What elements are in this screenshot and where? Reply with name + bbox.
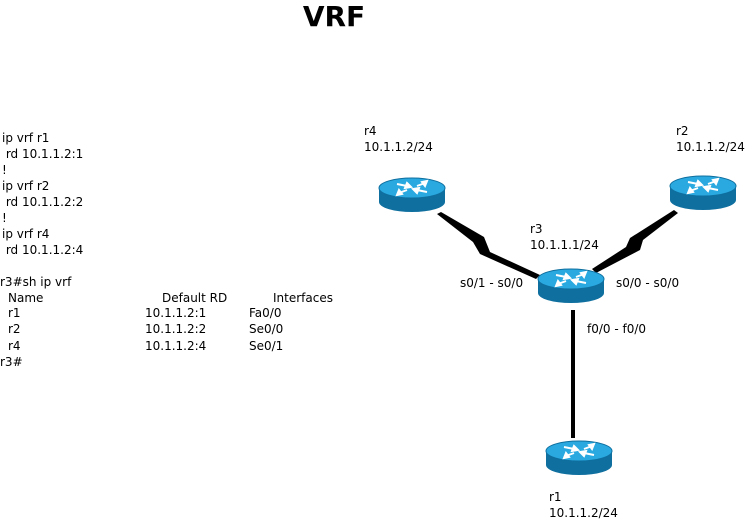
config-line: rd 10.1.1.2:4 (2, 243, 84, 257)
row-rd: 10.1.1.2:2 (145, 322, 207, 336)
config-line: ip vrf r1 (2, 131, 50, 145)
router-r4-name: r4 (364, 124, 377, 138)
link-label-r4-r3: s0/1 - s0/0 (460, 276, 524, 290)
config-line: rd 10.1.1.2:1 (2, 147, 84, 161)
link-label-r2-r3: s0/0 - s0/0 (616, 276, 680, 290)
row-name: r1 (8, 306, 21, 320)
config-line: rd 10.1.1.2:2 (2, 195, 84, 209)
header-name: Name (8, 291, 44, 305)
header-default-rd: Default RD (162, 291, 228, 305)
show-command: r3#sh ip vrf (0, 275, 72, 289)
header-interfaces: Interfaces (273, 291, 333, 305)
router-r3-name: r3 (530, 222, 543, 236)
router-r4-ip: 10.1.1.2/24 (364, 140, 433, 154)
config-line: ! (2, 163, 7, 177)
router-r1-ip: 10.1.1.2/24 (549, 506, 618, 520)
router-r2-icon (668, 173, 738, 217)
diagram-title: VRF (302, 0, 366, 33)
row-rd: 10.1.1.2:1 (145, 306, 207, 320)
router-r3-icon (536, 266, 606, 310)
serial-link-r2-r3 (592, 210, 678, 273)
row-name: r4 (8, 339, 21, 353)
router-r1-icon (544, 438, 614, 482)
router-r1-name: r1 (549, 490, 562, 504)
row-interface: Fa0/0 (249, 306, 282, 320)
router-r4-icon (377, 175, 447, 219)
router-r2-ip: 10.1.1.2/24 (676, 140, 745, 154)
end-prompt: r3# (0, 355, 23, 369)
link-label-r1-r3: f0/0 - f0/0 (587, 322, 647, 336)
config-line: ip vrf r2 (2, 179, 50, 193)
row-name: r2 (8, 322, 21, 336)
config-line: ! (2, 211, 7, 225)
router-r2-name: r2 (676, 124, 689, 138)
row-interface: Se0/0 (249, 322, 284, 336)
serial-link-r4-r3 (437, 212, 540, 279)
router-r3-ip: 10.1.1.1/24 (530, 238, 599, 252)
row-rd: 10.1.1.2:4 (145, 339, 207, 353)
config-line: ip vrf r4 (2, 227, 50, 241)
row-interface: Se0/1 (249, 339, 284, 353)
